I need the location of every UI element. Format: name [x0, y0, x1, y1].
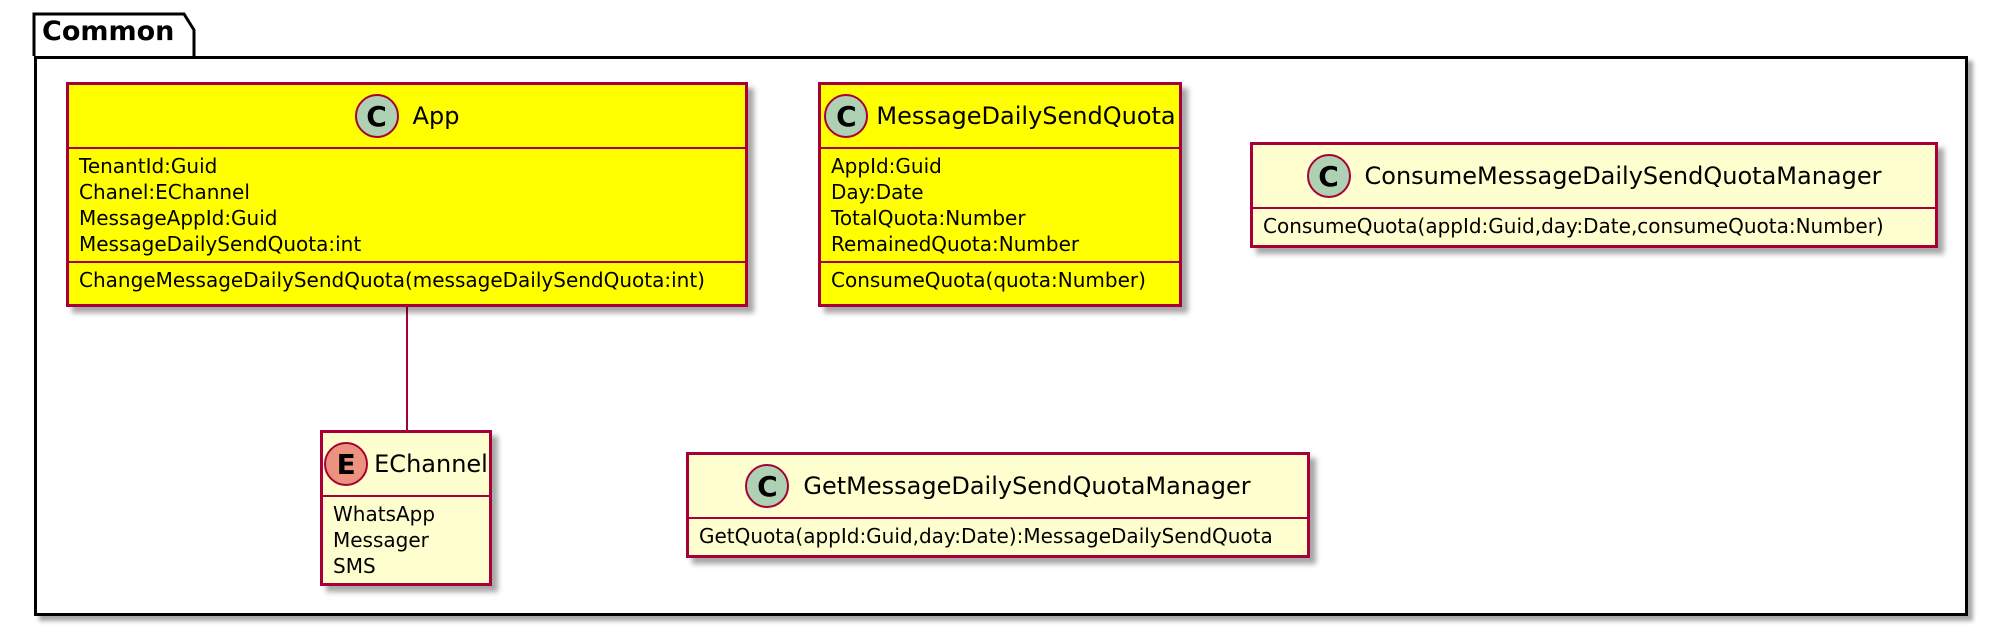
field: Day:Date [831, 180, 924, 204]
class-consume-manager-header: C ConsumeMessageDailySendQuotaManager [1253, 145, 1935, 209]
class-app-fields: TenantId:Guid Chanel:EChannel MessageApp… [69, 149, 745, 263]
class-message-daily-send-quota[interactable]: C MessageDailySendQuota AppId:Guid Day:D… [818, 82, 1182, 307]
class-get-manager-name: GetMessageDailySendQuotaManager [803, 472, 1251, 500]
package-tab-shape [32, 12, 196, 56]
class-get-manager[interactable]: C GetMessageDailySendQuotaManager GetQuo… [686, 452, 1310, 558]
method: ConsumeQuota(quota:Number) [831, 268, 1146, 292]
enum-value: SMS [333, 554, 376, 578]
class-app-header: C App [69, 85, 745, 149]
enum-echannel-name: EChannel [374, 450, 488, 478]
package-name: Common [42, 16, 175, 47]
class-app-name: App [412, 102, 460, 130]
class-consume-manager[interactable]: C ConsumeMessageDailySendQuotaManager Co… [1250, 142, 1938, 248]
field: MessageDailySendQuota:int [79, 232, 362, 256]
class-consume-manager-methods: ConsumeQuota(appId:Guid,day:Date,consume… [1253, 209, 1935, 243]
enum-value: Messager [333, 528, 429, 552]
enum-echannel-header: E EChannel [323, 433, 489, 497]
field: Chanel:EChannel [79, 180, 250, 204]
class-app-methods: ChangeMessageDailySendQuota(messageDaily… [69, 263, 745, 297]
field: TotalQuota:Number [831, 206, 1026, 230]
class-get-manager-methods: GetQuota(appId:Guid,day:Date):MessageDai… [689, 519, 1307, 553]
class-quota-fields: AppId:Guid Day:Date TotalQuota:Number Re… [821, 149, 1179, 263]
field: RemainedQuota:Number [831, 232, 1080, 256]
enum-echannel[interactable]: E EChannel WhatsApp Messager SMS [320, 430, 492, 586]
class-get-manager-header: C GetMessageDailySendQuotaManager [689, 455, 1307, 519]
class-quota-name: MessageDailySendQuota [876, 102, 1176, 130]
field: AppId:Guid [831, 154, 942, 178]
enum-value: WhatsApp [333, 502, 436, 526]
enum-stereotype-icon: E [324, 442, 369, 486]
field: MessageAppId:Guid [79, 206, 278, 230]
enum-echannel-values: WhatsApp Messager SMS [323, 497, 489, 583]
class-stereotype-icon: C [745, 464, 790, 508]
class-stereotype-icon: C [354, 94, 399, 138]
class-stereotype-icon: C [824, 94, 869, 138]
method: ConsumeQuota(appId:Guid,day:Date,consume… [1263, 214, 1884, 238]
class-quota-methods: ConsumeQuota(quota:Number) [821, 263, 1179, 297]
field: TenantId:Guid [79, 154, 218, 178]
class-quota-header: C MessageDailySendQuota [821, 85, 1179, 149]
class-consume-manager-name: ConsumeMessageDailySendQuotaManager [1364, 162, 1882, 190]
class-stereotype-icon: C [1306, 154, 1351, 198]
class-app[interactable]: C App TenantId:Guid Chanel:EChannel Mess… [66, 82, 748, 307]
package-body [34, 56, 1968, 616]
method: GetQuota(appId:Guid,day:Date):MessageDai… [699, 524, 1273, 548]
method: ChangeMessageDailySendQuota(messageDaily… [79, 268, 705, 292]
